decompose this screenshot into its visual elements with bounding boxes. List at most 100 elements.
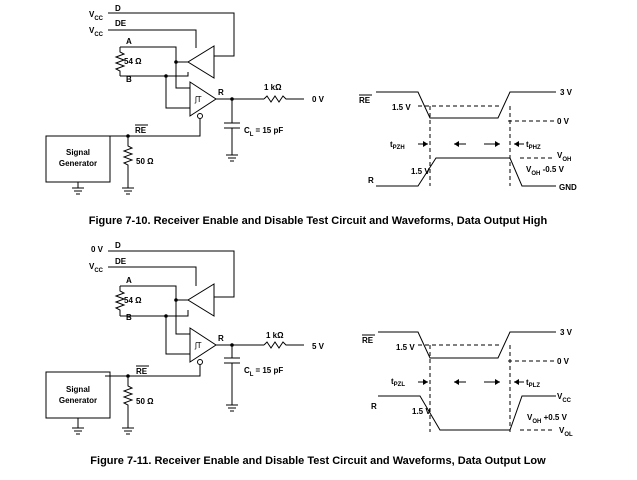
- figure-7-11-waveforms: RE 3 V 1.5 V 0 V tPZL tPLZ R 1.5 V VCC V…: [362, 328, 573, 438]
- junction-dot-gen-2: [126, 374, 130, 378]
- de-wire-2: [108, 266, 197, 286]
- figure-7-10-waveforms: RE 3 V 1.5 V 0 V tPZH tPHZ R 1.5 V VOH V…: [359, 88, 577, 192]
- wave-r-label: R: [368, 176, 374, 185]
- res-gen-label: 50 Ω: [136, 157, 154, 166]
- resistor-1k-2: [263, 341, 304, 349]
- d-wire: [108, 12, 235, 57]
- wave-r-label-2: R: [371, 402, 377, 411]
- resistor-54-ohm-2: [114, 286, 126, 316]
- re-waveform-2: [378, 331, 556, 359]
- figure-7-10-caption: Figure 7-10. Receiver Enable and Disable…: [89, 215, 548, 227]
- receiver-amplifier: [189, 81, 217, 117]
- resistor-1k: [263, 95, 304, 103]
- gen-line1: Signal: [66, 148, 90, 157]
- vcc-de-label-2: VCC: [89, 262, 104, 274]
- t-off-arrowhead-2: [514, 141, 519, 147]
- vcc-de-label: VCC: [89, 26, 104, 38]
- signal-generator-2: [45, 371, 111, 419]
- gen-line2-2: Generator: [59, 396, 97, 405]
- de-wire: [108, 29, 197, 48]
- b-to-driver: [166, 72, 189, 77]
- t-off-arrowhead-1: [495, 141, 500, 147]
- v-high-label-2: 3 V: [560, 328, 573, 337]
- a-line: [120, 46, 190, 89]
- res-ab-label-2: 54 Ω: [124, 296, 142, 305]
- pin-d-label: D: [115, 4, 121, 13]
- pin-a-label: A: [126, 37, 132, 46]
- capacitor-cl: [224, 99, 240, 162]
- cap-label: CL= 15 pF: [244, 126, 283, 138]
- thr-top-label: 1.5 V: [392, 103, 411, 112]
- r-waveform-2: [378, 395, 556, 431]
- resistor-54-ohm: [114, 47, 126, 76]
- re-waveform: [376, 91, 556, 119]
- junction-dot-gen: [126, 134, 130, 138]
- figure-7-10-circuit: VCC D VCC DE A 54 Ω B ʃT R 1 kΩ 0 V: [45, 4, 325, 195]
- voh-label: VOH: [557, 151, 571, 163]
- t-off-arrowhead-2-2: [514, 379, 519, 385]
- t-on-arrowhead-1-2: [423, 379, 428, 385]
- receiver-enable-bubble: [197, 113, 203, 119]
- v-low-label: 0 V: [557, 117, 570, 126]
- t-on-label: tPZH: [390, 140, 405, 151]
- t-on-arrowhead-2: [454, 141, 459, 147]
- driver-amplifier-2: [187, 283, 215, 317]
- v-d-label: 0 V: [91, 245, 104, 254]
- hysteresis-symbol: ʃT: [194, 95, 202, 104]
- res-gen-label-2: 50 Ω: [136, 397, 154, 406]
- resistor-50-ohm: [122, 136, 134, 195]
- vol-plus-label-2: VOH +0.5 V: [527, 413, 568, 425]
- wave-re-label-2: RE: [362, 336, 374, 345]
- out-v-label-2: 5 V: [312, 342, 325, 351]
- receiver-enable-bubble-2: [197, 359, 203, 365]
- vcc-label-2: VCC: [557, 392, 572, 404]
- out-v-label: 0 V: [312, 95, 325, 104]
- timing-guides: [429, 106, 511, 186]
- junction-dot-2: [174, 298, 178, 302]
- pin-de-label-2: DE: [115, 257, 127, 266]
- t-on-arrowhead-1: [423, 141, 428, 147]
- v-low-label-2: 0 V: [557, 357, 570, 366]
- figure-7-11-circuit: 0 V D VCC DE A 54 Ω B ʃT R 1 kΩ 5 V CL= …: [45, 241, 325, 435]
- resistor-50-ohm-2: [122, 376, 134, 435]
- r-waveform: [376, 157, 556, 187]
- t-on-label-2: tPZL: [391, 377, 405, 388]
- cap-label-2: CL= 15 pF: [244, 366, 283, 378]
- pin-d-label-2: D: [115, 241, 121, 250]
- pin-de-label: DE: [115, 19, 127, 28]
- vcc-d-label: VCC: [89, 10, 104, 22]
- a-line-2: [120, 285, 190, 335]
- v-high-label: 3 V: [560, 88, 573, 97]
- res-out-label: 1 kΩ: [264, 83, 282, 92]
- res-ab-label: 54 Ω: [124, 57, 142, 66]
- re-wire-2: [105, 365, 201, 377]
- t-on-arrowhead-2-2: [454, 379, 459, 385]
- figure-7-11-caption: Figure 7-11. Receiver Enable and Disable…: [90, 455, 546, 467]
- t-off-label-2: tPLZ: [526, 378, 540, 389]
- hysteresis-symbol-2: ʃT: [194, 341, 202, 350]
- pin-r-label-2: R: [218, 334, 224, 343]
- generator-ground-2: [72, 418, 84, 435]
- thr-bot-label: 1.5 V: [411, 167, 430, 176]
- capacitor-cl-2: [224, 345, 240, 412]
- gen-line1-2: Signal: [66, 385, 90, 394]
- re-input-label-2: RE: [136, 367, 148, 376]
- t-off-arrowhead-1-2: [495, 379, 500, 385]
- receiver-amplifier-2: [189, 327, 217, 363]
- voh2-label: VOH -0.5 V: [526, 165, 565, 177]
- b-line: [120, 75, 190, 109]
- gnd-label: GND: [559, 183, 577, 192]
- thr-top-label-2: 1.5 V: [396, 343, 415, 352]
- gen-line2: Generator: [59, 159, 97, 168]
- junction-dot: [174, 60, 178, 64]
- re-input-label: RE: [135, 126, 147, 135]
- res-out-label-2: 1 kΩ: [266, 331, 284, 340]
- d-wire-2: [108, 250, 235, 298]
- wave-re-label: RE: [359, 96, 371, 105]
- pin-a-label-2: A: [126, 276, 132, 285]
- pin-b-label-2: B: [126, 313, 132, 322]
- generator-ground: [72, 182, 84, 195]
- pin-b-label: B: [126, 75, 132, 84]
- b-to-driver-2: [166, 310, 189, 317]
- vol-label-2: VOL: [559, 426, 573, 438]
